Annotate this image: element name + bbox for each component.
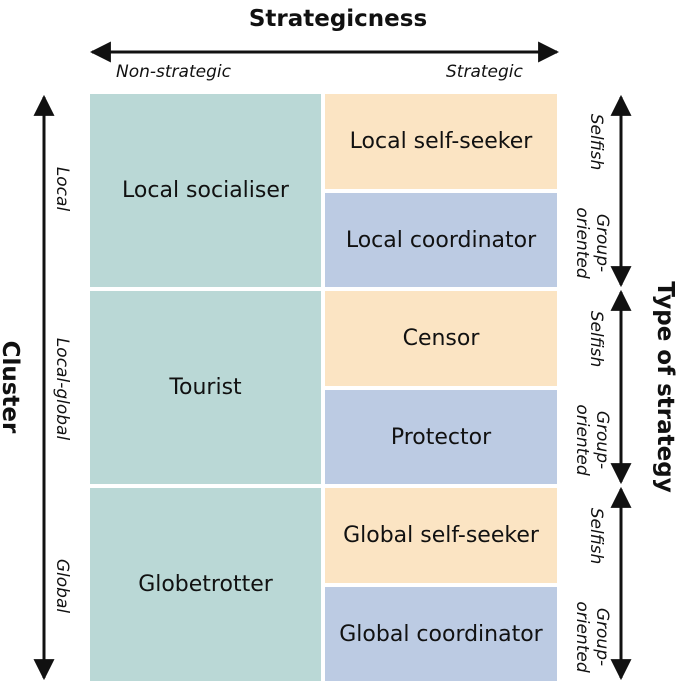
strategy-label-selfish-3: Selfish — [586, 507, 606, 565]
type-of-strategy-title: Type of strategy — [652, 281, 676, 493]
strategy-label-group-2: Group-oriented — [572, 404, 612, 476]
cell-local-socialiser: Local socialiser — [90, 94, 321, 287]
cell-globetrotter: Globetrotter — [90, 488, 321, 681]
strategic-label: Strategic — [446, 62, 523, 82]
strategy-label-selfish-2: Selfish — [586, 310, 606, 368]
cell-censor: Censor — [325, 291, 557, 386]
strategy-label-group-1: Group-oriented — [572, 207, 612, 279]
cluster-label-local: Local — [52, 166, 72, 212]
cell-global-self-seeker: Global self-seeker — [325, 488, 557, 583]
cell-protector: Protector — [325, 390, 557, 484]
cell-global-coordinator: Global coordinator — [325, 587, 557, 681]
cluster-label-global: Global — [52, 558, 72, 614]
cell-tourist: Tourist — [90, 291, 321, 484]
strategicness-title: Strategicness — [248, 6, 428, 32]
strategy-label-group-3: Group-oriented — [572, 601, 612, 673]
cluster-label-local-global: Local-global — [52, 337, 72, 441]
cluster-title: Cluster — [0, 340, 23, 434]
non-strategic-label: Non-strategic — [116, 62, 231, 82]
cell-local-coordinator: Local coordinator — [325, 193, 557, 287]
strategy-label-selfish-1: Selfish — [586, 113, 606, 171]
cell-local-self-seeker: Local self-seeker — [325, 94, 557, 189]
